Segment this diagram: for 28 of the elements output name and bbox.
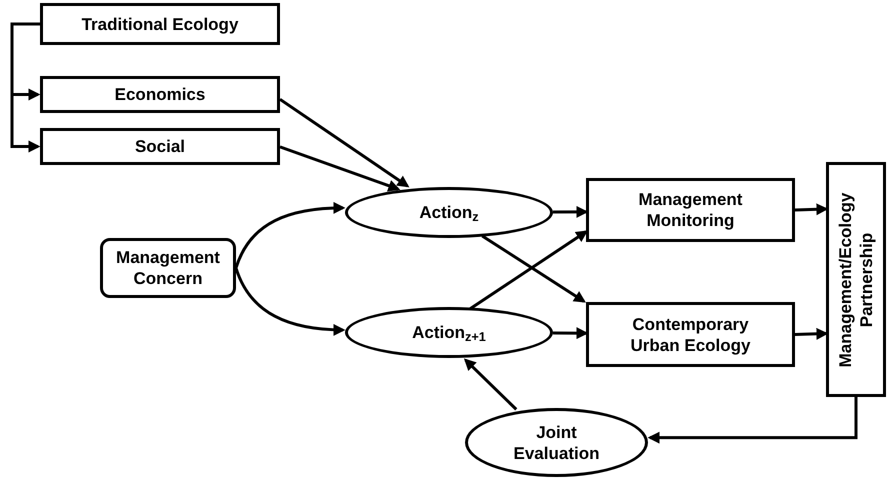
process-box bbox=[586, 178, 795, 242]
process-box bbox=[40, 128, 280, 165]
node-label: Traditional Ecology bbox=[80, 14, 240, 34]
arrow bbox=[464, 358, 518, 410]
node-label: Economics bbox=[114, 84, 206, 105]
node-label: Joint Evaluation bbox=[512, 422, 600, 464]
arrow bbox=[280, 145, 400, 192]
arrow bbox=[279, 98, 410, 188]
arrow bbox=[234, 267, 346, 336]
rounded-box bbox=[100, 238, 236, 298]
process-box bbox=[40, 3, 280, 45]
arrow bbox=[10, 22, 40, 152]
arrow bbox=[648, 397, 858, 444]
arrow bbox=[234, 202, 346, 269]
process-box bbox=[586, 302, 795, 367]
node-label: Action$_{z+1}$ bbox=[411, 322, 487, 343]
process-box bbox=[826, 162, 886, 397]
node-label: Contemporary Urban Ecology bbox=[630, 314, 752, 356]
process-box bbox=[40, 76, 280, 113]
arrow bbox=[794, 328, 828, 340]
arrow bbox=[552, 327, 588, 340]
node-label: Management Concern bbox=[115, 247, 221, 289]
node-label: Management/Ecology Partnership bbox=[835, 191, 877, 369]
arrow bbox=[794, 203, 828, 216]
arrow bbox=[553, 206, 588, 218]
node-label: Management Monitoring bbox=[638, 189, 744, 231]
node-label: Social bbox=[134, 136, 186, 157]
node-label: Action$_{z}$ bbox=[418, 202, 480, 223]
